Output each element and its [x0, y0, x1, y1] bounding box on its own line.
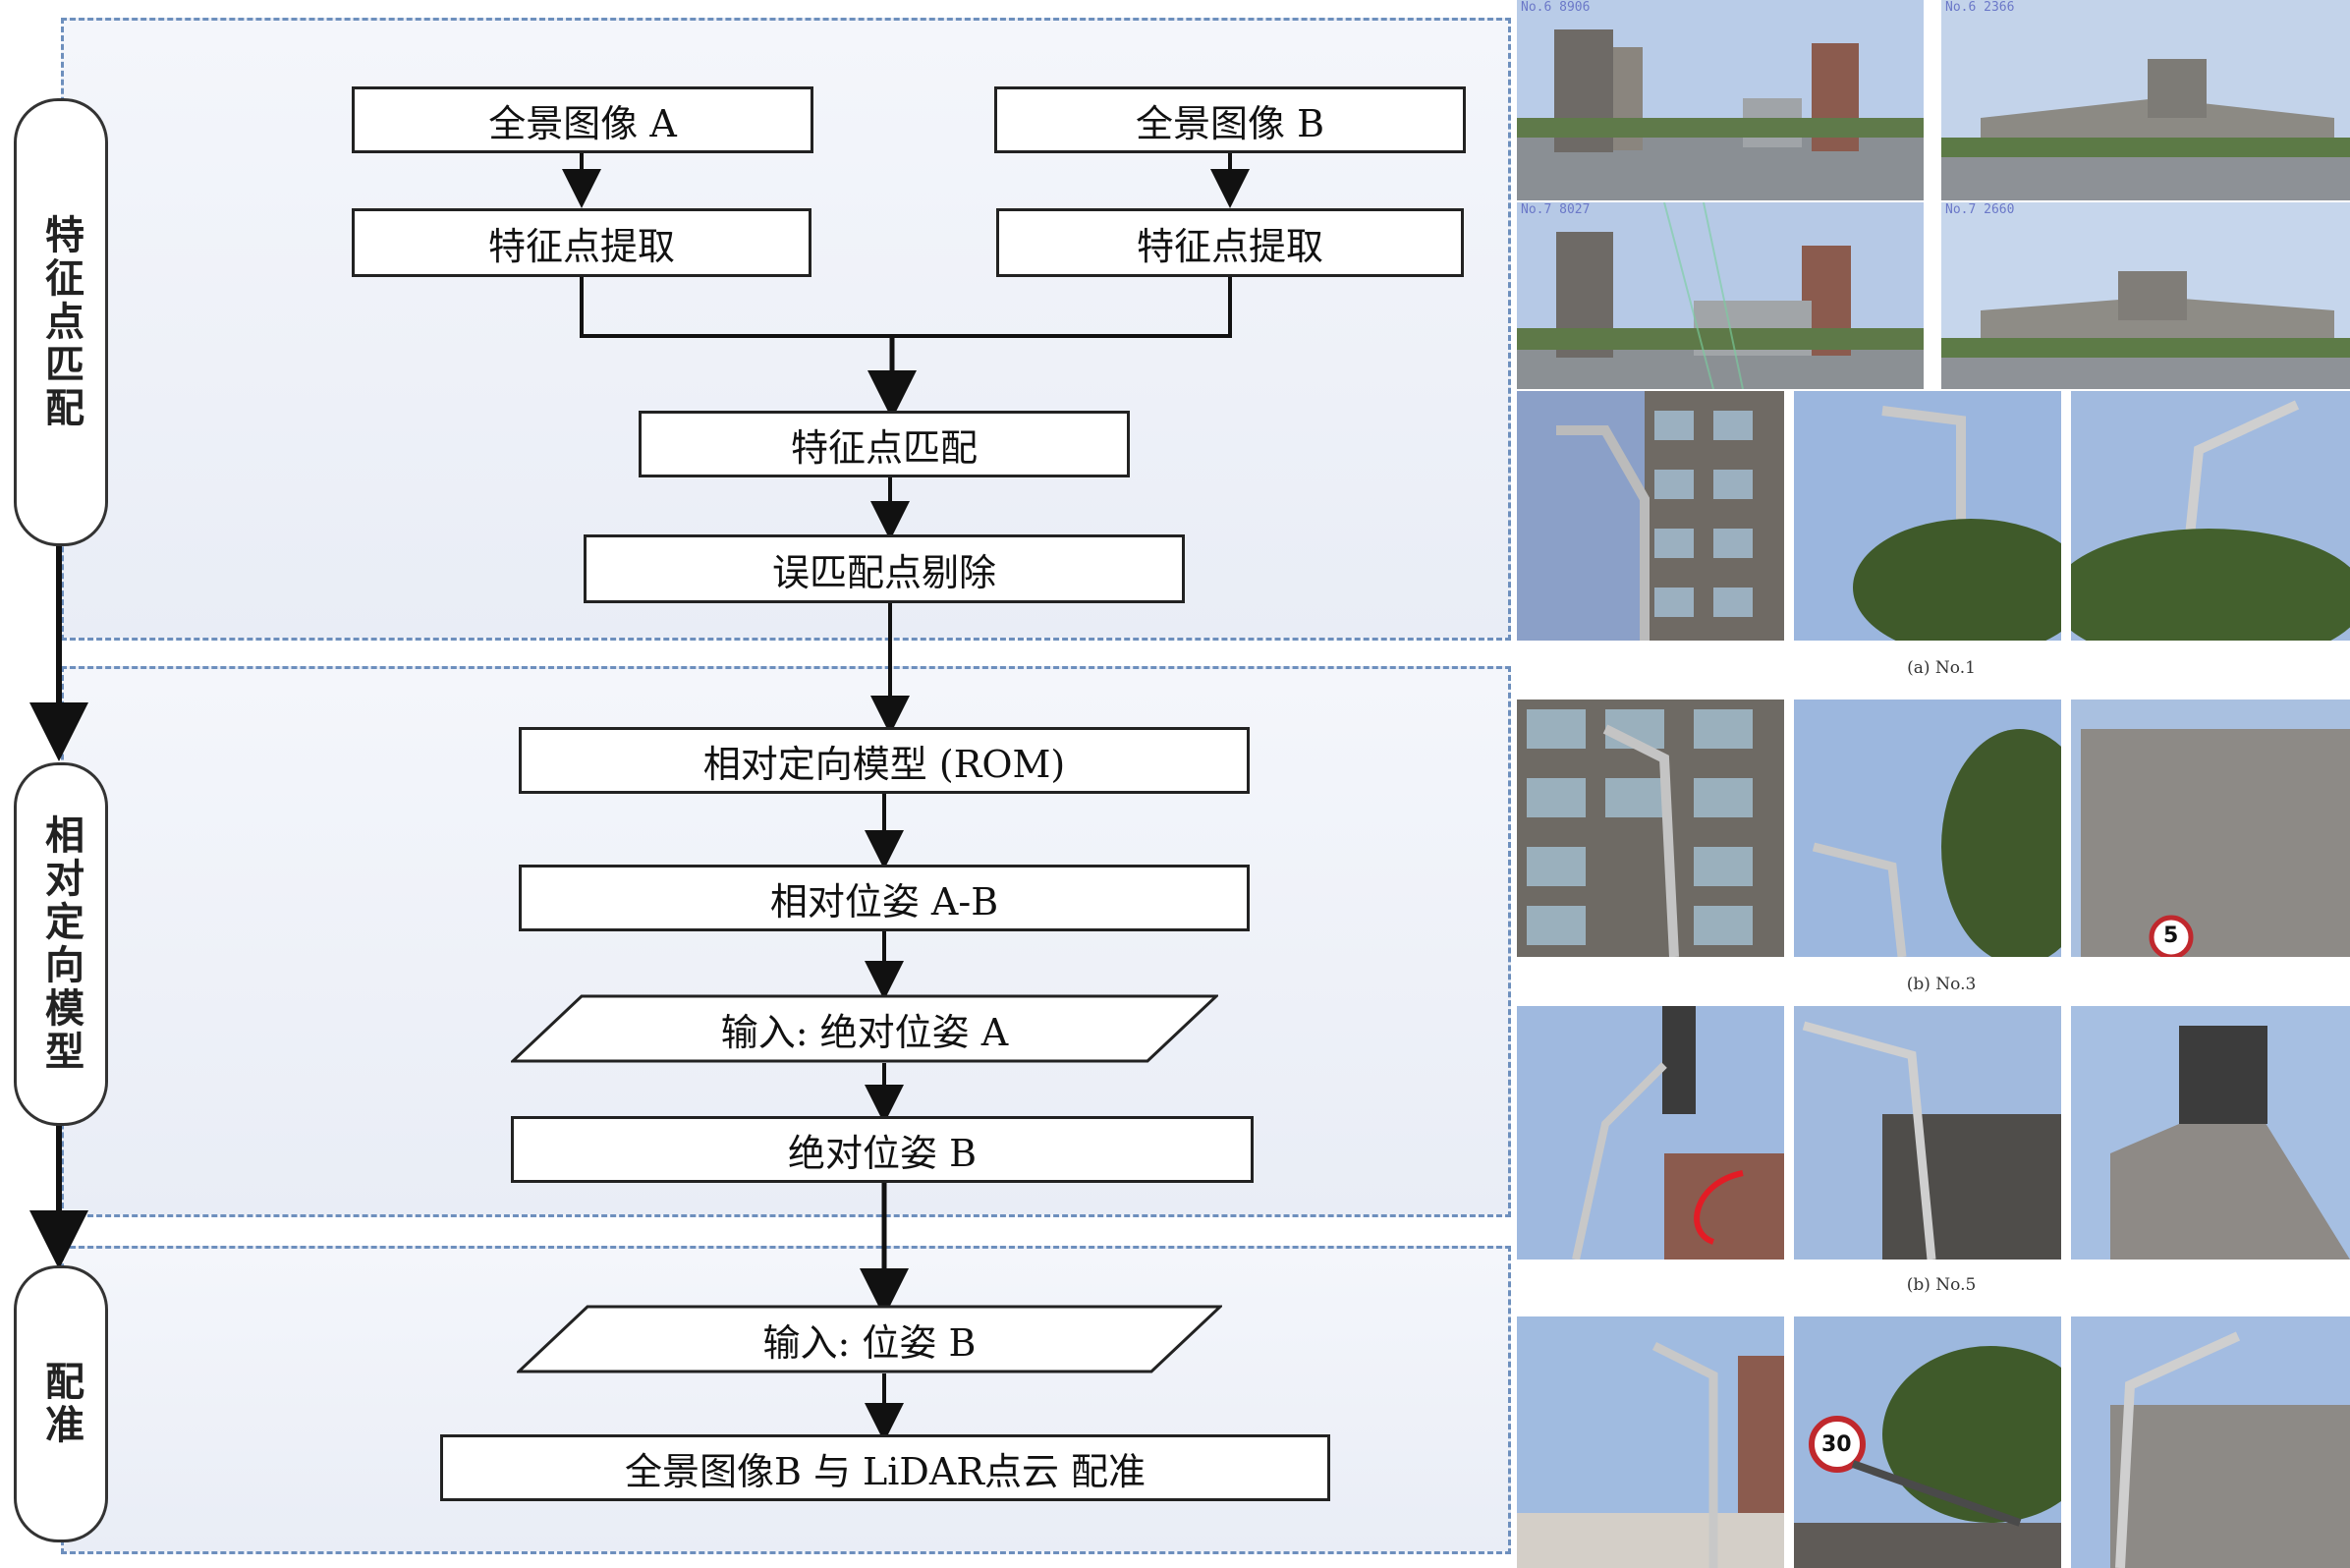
crop-row3-b-image	[1794, 1006, 2061, 1260]
crop-row3-c-image	[2071, 1006, 2350, 1260]
stage-registration-label: 配准	[38, 1361, 84, 1447]
crop-row2-a-image	[1517, 700, 1784, 957]
panorama-top-right-image	[1941, 0, 2350, 200]
crop-row2-a	[1517, 700, 1784, 957]
stage-rom-label: 相对定向模型	[38, 814, 84, 1074]
crop-row4-b: 30	[1794, 1316, 2061, 1568]
input-abs-a-label: 输入: 绝对位姿 A	[720, 1010, 1009, 1054]
panorama-mid-right-image	[1941, 202, 2350, 389]
match-box: 特征点匹配	[639, 411, 1130, 477]
rel-pose-box: 相对位姿 A-B	[519, 865, 1250, 931]
pano-label-mr: No.7 2660	[1945, 202, 2015, 217]
crop-row1-b-image	[1794, 391, 2061, 641]
pano-label-ml: No.7 8027	[1521, 202, 1591, 217]
stage-registration: 配准	[14, 1265, 108, 1542]
crop-row1-c-image	[2071, 391, 2350, 641]
crop-row4-c-image	[2071, 1316, 2350, 1568]
caption-no5: (b) No.5	[1906, 1275, 1977, 1295]
crop-row4-a	[1517, 1316, 1784, 1568]
crop-row1-a-image	[1517, 391, 1784, 641]
panorama-mid-left: No.7 8027	[1517, 202, 1924, 389]
abs-pose-b-box: 绝对位姿 B	[511, 1116, 1254, 1183]
stage-rom: 相对定向模型	[14, 762, 108, 1126]
input-pose-b-shape	[517, 1305, 1222, 1373]
input-pose-b-parallelogram: 输入: 位姿 B	[517, 1305, 1222, 1373]
crop-row3-b	[1794, 1006, 2061, 1260]
input-abs-a-parallelogram: 输入: 绝对位姿 A	[511, 994, 1218, 1063]
input-pose-b-label: 输入: 位姿 B	[762, 1320, 977, 1365]
pano-label-tl: No.6 8906	[1521, 0, 1591, 15]
pano-b-box: 全景图像 B	[994, 86, 1466, 153]
reject-box: 误匹配点剔除	[584, 534, 1185, 603]
input-abs-a-shape	[511, 994, 1218, 1063]
crop-row2-b-image	[1794, 700, 2061, 957]
stage-band-registration	[61, 1246, 1511, 1554]
register-box: 全景图像B 与 LiDAR点云 配准	[440, 1434, 1330, 1501]
rom-box: 相对定向模型 (ROM)	[519, 727, 1250, 794]
crop-row2-c: 5	[2071, 700, 2350, 957]
crop-row3-a	[1517, 1006, 1784, 1260]
stage-matching: 特征点匹配	[14, 98, 108, 546]
panorama-top-right: No.6 2366	[1941, 0, 2350, 200]
pano-label-tr: No.6 2366	[1945, 0, 2015, 15]
pano-a-box: 全景图像 A	[352, 86, 813, 153]
stage-matching-label: 特征点匹配	[38, 214, 84, 430]
panorama-top-left-image	[1517, 0, 1924, 200]
caption-no1: (a) No.1	[1907, 658, 1976, 678]
extract-a-box: 特征点提取	[352, 208, 811, 277]
speed-sign-30: 30	[1821, 1432, 1852, 1457]
crop-row3-a-image	[1517, 1006, 1784, 1260]
panorama-mid-left-image	[1517, 202, 1924, 389]
crop-row2-b	[1794, 700, 2061, 957]
crop-row1-c	[2071, 391, 2350, 641]
crop-row2-c-image	[2071, 700, 2350, 957]
crop-row3-c	[2071, 1006, 2350, 1260]
caption-no3: (b) No.3	[1906, 975, 1977, 994]
crop-row1-b	[1794, 391, 2061, 641]
panorama-mid-right: No.7 2660	[1941, 202, 2350, 389]
extract-b-box: 特征点提取	[996, 208, 1464, 277]
crop-row4-a-image	[1517, 1316, 1784, 1568]
panorama-top-left: No.6 8906	[1517, 0, 1924, 200]
crop-row1-a	[1517, 391, 1784, 641]
crop-row4-b-image	[1794, 1316, 2061, 1568]
crop-row4-c	[2071, 1316, 2350, 1568]
speed-sign-5: 5	[2163, 924, 2179, 948]
